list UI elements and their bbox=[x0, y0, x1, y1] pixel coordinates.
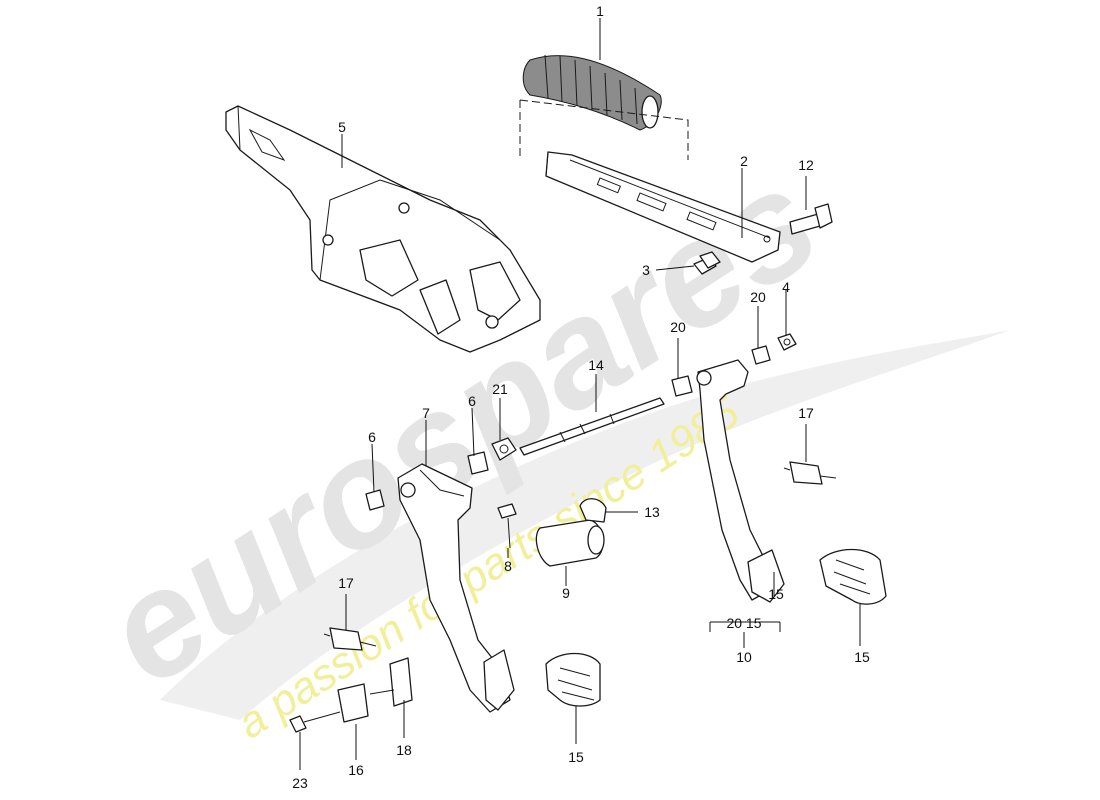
callout-17a: 17 bbox=[338, 575, 354, 591]
boot-dashed-outline bbox=[519, 99, 689, 160]
leader-lines bbox=[299, 18, 861, 770]
part-cylinder-9 bbox=[535, 519, 605, 567]
part-pad-15b bbox=[545, 652, 601, 707]
callout-2: 2 bbox=[740, 153, 748, 169]
callout-20a: 20 bbox=[670, 319, 686, 335]
watermark-swoosh bbox=[160, 330, 1010, 720]
callout-18: 18 bbox=[396, 742, 412, 758]
callout-14: 14 bbox=[588, 357, 604, 373]
callout-23: 23 bbox=[292, 775, 308, 791]
callout-7: 7 bbox=[422, 405, 430, 421]
part-clip-13 bbox=[579, 498, 607, 523]
part-clutch-pedal bbox=[397, 463, 515, 713]
part-pad-15c bbox=[819, 548, 887, 605]
part-bolt-8 bbox=[497, 503, 517, 549]
part-bracket-bar bbox=[545, 151, 781, 263]
part-bolt-12 bbox=[789, 203, 833, 235]
callout-5: 5 bbox=[338, 119, 346, 135]
callout-6a: 6 bbox=[468, 393, 476, 409]
callouts: 1 2 3 4 5 6 6 7 8 9 20 15 10 12 13 14 15… bbox=[292, 3, 870, 791]
part-bolt-3 bbox=[693, 251, 721, 275]
part-bushing-6a bbox=[467, 451, 489, 475]
callout-9: 9 bbox=[562, 585, 570, 601]
callout-17b: 17 bbox=[798, 405, 814, 421]
callout-15a: 15 bbox=[768, 586, 784, 602]
part-bolt-23 bbox=[289, 711, 341, 733]
callout-15c: 15 bbox=[854, 649, 870, 665]
part-pedal-bracket bbox=[225, 105, 541, 353]
part-bushing-6b bbox=[365, 489, 385, 511]
callout-15b: 15 bbox=[568, 749, 584, 765]
callout-6b: 6 bbox=[368, 429, 376, 445]
part-nut-21 bbox=[491, 437, 517, 461]
part-brake-pedal bbox=[696, 359, 785, 603]
part-bracket-18 bbox=[369, 657, 413, 707]
callout-1: 1 bbox=[596, 3, 604, 19]
part-bushing-20a bbox=[671, 375, 693, 397]
part-boot bbox=[522, 54, 662, 131]
callout-12: 12 bbox=[798, 157, 814, 173]
callout-3: 3 bbox=[642, 262, 650, 278]
callout-16: 16 bbox=[348, 762, 364, 778]
callout-20b: 20 bbox=[750, 289, 766, 305]
callout-10-sub: 20 15 bbox=[726, 615, 761, 631]
part-shaft bbox=[519, 397, 665, 456]
part-bushing-20b bbox=[751, 345, 771, 365]
part-switch-17b bbox=[783, 461, 837, 485]
part-nut-4 bbox=[777, 333, 797, 351]
callout-10: 10 bbox=[736, 649, 752, 665]
callout-13: 13 bbox=[644, 504, 660, 520]
part-switch-17a bbox=[323, 627, 377, 651]
part-switch-bracket-16 bbox=[337, 683, 369, 723]
callout-4: 4 bbox=[782, 279, 790, 295]
callout-21: 21 bbox=[492, 381, 508, 397]
callout-8: 8 bbox=[504, 558, 512, 574]
